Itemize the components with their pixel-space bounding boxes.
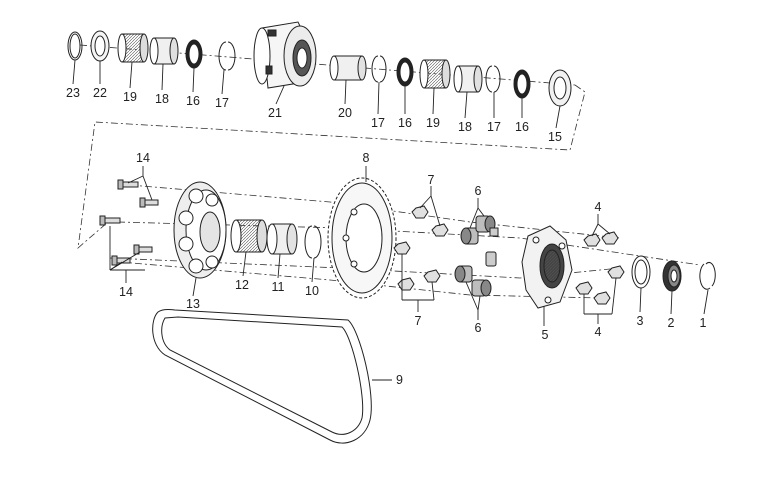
callout-12: 12 — [235, 278, 249, 292]
callout-15: 15 — [548, 130, 562, 144]
part-20-spacer-tube — [329, 55, 367, 81]
callout-3: 3 — [637, 314, 644, 328]
callout-22: 22 — [93, 86, 107, 100]
part-17-circlip-right — [485, 65, 501, 93]
part-7-nuts-lower — [393, 241, 441, 291]
callout-6-lower: 6 — [475, 321, 482, 335]
part-22-washer — [90, 30, 110, 62]
part-17-circlip-left — [218, 41, 236, 71]
part-6-dampers-upper — [460, 215, 499, 245]
callout-11: 11 — [272, 280, 285, 294]
part-16-seal-left — [185, 39, 203, 69]
callout-2: 2 — [668, 316, 675, 330]
part-8-sprocket — [327, 177, 397, 299]
part-4-nuts-upper — [583, 231, 619, 247]
callout-16-right: 16 — [515, 120, 529, 134]
part-14-studs-upper — [99, 179, 159, 226]
callout-4-upper: 4 — [595, 200, 602, 214]
part-15-thrust-washer — [548, 69, 572, 107]
leader-lines — [72, 59, 709, 381]
part-7-nuts-upper — [411, 205, 449, 237]
callout-10: 10 — [305, 284, 319, 298]
part-19-needle-bearing-left — [117, 33, 149, 63]
part-17-circlip-mid — [371, 55, 387, 83]
callout-16-mid: 16 — [398, 116, 412, 130]
part-19-needle-bearing-right — [419, 59, 451, 89]
part-12-bearing — [230, 219, 268, 253]
callout-labels: 23 22 19 18 16 17 21 20 17 16 19 18 17 1… — [66, 86, 706, 387]
callout-8: 8 — [363, 151, 370, 165]
callout-18-right: 18 — [458, 120, 472, 134]
callout-19-left: 19 — [123, 90, 137, 104]
part-1-circlip — [699, 261, 716, 290]
callout-6-upper: 6 — [475, 184, 482, 198]
part-3-washer — [631, 255, 651, 289]
callout-14-upper: 14 — [136, 151, 150, 165]
callout-23: 23 — [66, 86, 80, 100]
callout-14-lower: 14 — [119, 285, 133, 299]
part-11-spacer — [266, 223, 298, 255]
part-6-dampers-lower — [454, 251, 497, 297]
callout-7-upper: 7 — [428, 173, 435, 187]
callout-5: 5 — [542, 328, 549, 342]
callout-17-left: 17 — [215, 96, 229, 110]
callout-21: 21 — [268, 106, 282, 120]
part-23-snap-ring — [67, 31, 83, 61]
part-18-sleeve-right — [453, 65, 483, 93]
callout-4-lower: 4 — [595, 325, 602, 339]
part-18-sleeve-left — [149, 37, 179, 65]
part-14-studs-lower — [111, 244, 153, 266]
callout-17-right: 17 — [487, 120, 501, 134]
part-9-drive-chain — [152, 308, 372, 444]
callout-19-right: 19 — [426, 116, 440, 130]
part-5-sprocket-carrier — [521, 225, 573, 309]
callout-18-left: 18 — [155, 92, 169, 106]
callout-1: 1 — [700, 316, 707, 330]
callout-13: 13 — [186, 297, 200, 311]
part-4-nuts-lower — [575, 265, 625, 305]
callout-17-mid: 17 — [371, 116, 385, 130]
callout-7-lower: 7 — [415, 314, 422, 328]
callout-9: 9 — [396, 373, 403, 387]
part-10-circlip — [304, 225, 322, 259]
callout-20: 20 — [338, 106, 352, 120]
part-13-cush-drive-hub — [173, 181, 227, 279]
part-2-castle-nut — [662, 260, 682, 292]
part-21-hub-housing — [253, 21, 317, 89]
part-16-seal-right — [513, 69, 531, 99]
callout-16-left: 16 — [186, 94, 200, 108]
part-16-seal-mid — [396, 57, 414, 87]
